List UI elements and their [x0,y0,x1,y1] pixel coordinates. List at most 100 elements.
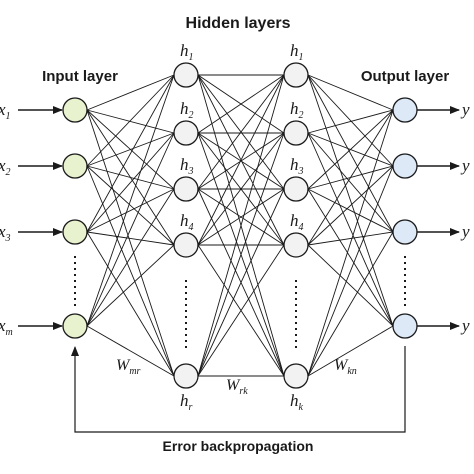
input-label-1-base: x [0,100,6,119]
edge-h2-1-output-4 [307,74,394,327]
input-label-4-sub: m [6,327,13,338]
input-label-2-base: x [0,156,6,175]
hidden2-label-2-sub: 2 [299,110,304,121]
hidden2-label-3-base: h [290,155,299,174]
hidden1-label-5-base: h [180,391,189,410]
edge-input-2-h1-5 [86,165,175,377]
weight-kn-sub: kn [347,366,356,377]
edge-h2-5-output-2 [307,165,394,377]
edge-input-4-h1-2 [86,132,175,327]
edge-input-2-h1-3 [86,165,175,190]
weight-rk-sub: rk [239,386,248,397]
neuron-nodes [62,62,418,389]
edge-h1-2-h2-1 [197,74,285,134]
hidden2-label-1-base: h [290,41,299,60]
output-layer-title: Output layer [361,68,450,85]
edge-input-4-h1-3 [86,188,175,327]
output-node-2 [392,153,418,179]
backpropagation-path [71,346,406,433]
edge-input-4-h1-4 [86,244,175,327]
edge-h2-5-output-1 [307,109,394,377]
h1-node-3 [173,176,199,202]
input-layer-title: Input layer [42,68,118,85]
output-node-3 [392,219,418,245]
edge-input-4-h1-1 [86,74,175,327]
edge-h2-4-output-4 [307,244,394,327]
hidden1-label-4: h4 [180,211,194,233]
edge-h2-3-output-4 [307,188,394,327]
edge-h1-4-h2-3 [197,188,285,246]
hidden2-label-5-sub: k [299,402,304,413]
edge-h2-1-output-1 [307,74,394,111]
hidden2-label-4: h4 [290,211,304,233]
h1-node-4 [173,232,199,258]
edge-h1-5-h2-1 [197,74,285,377]
edge-h1-4-h2-2 [197,132,285,246]
edge-h2-3-output-3 [307,188,394,233]
weight-kn-base: W [334,357,349,374]
edge-input-3-h1-3 [86,188,175,233]
edge-h2-2-output-1 [307,109,394,134]
edge-h2-4-output-2 [307,165,394,246]
node-labels: x1x2x3xmh1h2h3h4hrh1h2h3h4hkyyyy [0,41,470,413]
h1-node-1 [173,62,199,88]
hidden2-label-2: h2 [290,99,304,121]
hidden1-label-4-base: h [180,211,189,230]
edge-input-4-h1-5 [86,325,175,377]
edge-h2-4-output-1 [307,109,394,246]
input-node-3 [62,219,88,245]
hidden1-label-1-sub: 1 [189,52,194,63]
weight-mr-base: W [116,357,131,374]
hidden-layers-title: Hidden layers [186,15,291,32]
edge-h2-4-output-3 [307,231,394,246]
input-node-1 [62,97,88,123]
h1-node-5 [173,363,199,389]
output-label-2: y [460,156,470,175]
hidden1-label-5: hr [180,391,193,413]
hidden1-label-2-sub: 2 [189,110,194,121]
hidden1-label-1-base: h [180,41,189,60]
weight-label-rk: Wrk [226,377,248,397]
output-label-3: y [460,222,470,241]
hidden1-label-2: h2 [180,99,194,121]
edge-h1-3-h2-2 [197,132,285,190]
input-label-1-sub: 1 [6,111,11,122]
edge-h2-2-output-3 [307,132,394,233]
output-label-1-base: y [460,100,470,119]
weight-rk-base: W [226,377,241,394]
h2-node-1 [283,62,309,88]
weight-label-kn: Wkn [334,357,357,377]
weight-label-mr: Wmr [116,357,141,377]
input-node-4 [62,313,88,339]
edge-input-3-h1-4 [86,231,175,246]
output-node-1 [392,97,418,123]
input-label-2-sub: 2 [6,167,11,178]
hidden2-label-1: h1 [290,41,304,63]
hidden1-label-3: h3 [180,155,194,177]
hidden1-label-3-sub: 3 [188,166,194,177]
io-arrows [18,106,460,330]
input-label-3: x3 [0,222,11,244]
output-label-1: y [460,100,470,119]
h2-node-4 [283,232,309,258]
hidden2-label-3-sub: 3 [298,166,304,177]
hidden1-label-5-sub: r [189,402,193,413]
edge-h1-5-h2-2 [197,132,285,377]
edge-h1-4-h2-1 [197,74,285,246]
hidden2-label-5: hk [290,391,304,413]
weight-mr-sub: mr [129,366,140,377]
input-label-4-base: x [0,316,6,335]
edge-input-2-h1-1 [86,74,175,167]
hidden1-label-2-base: h [180,99,189,118]
output-label-4: y [460,316,470,335]
edge-input-3-h1-5 [86,231,175,377]
edge-h2-2-output-4 [307,132,394,327]
h2-node-5 [283,363,309,389]
input-label-3-base: x [0,222,6,241]
hidden2-label-3: h3 [290,155,304,177]
output-node-4 [392,313,418,339]
edge-h2-5-output-4 [307,325,394,377]
hidden2-label-4-sub: 4 [299,222,304,233]
